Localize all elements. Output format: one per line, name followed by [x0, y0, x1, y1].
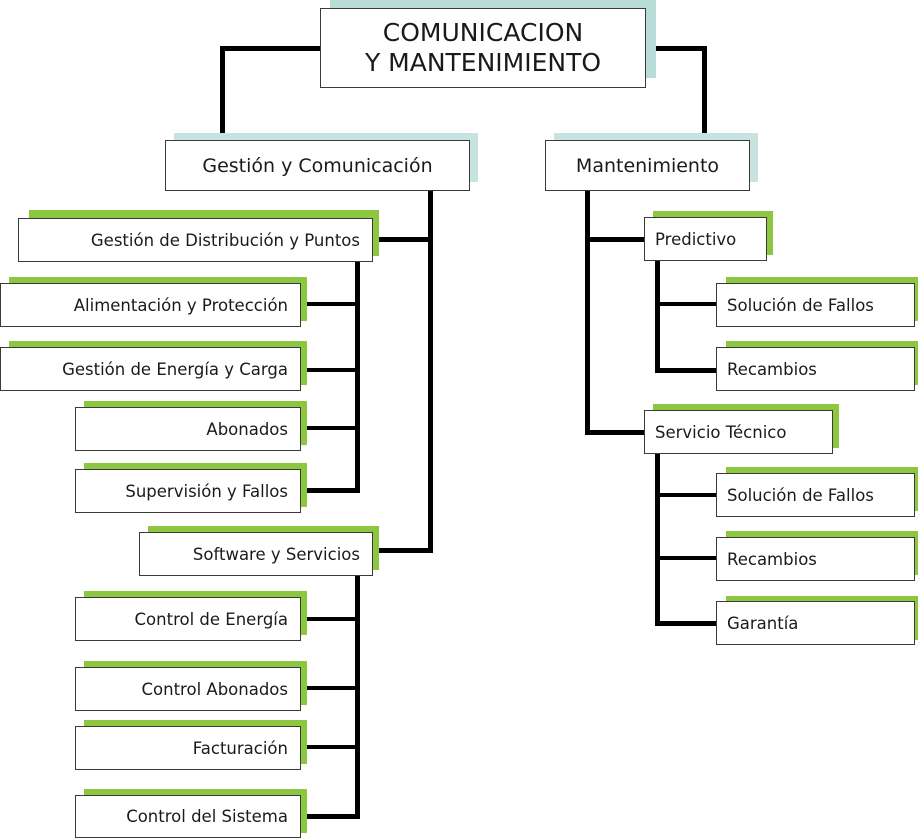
left-leaf-node: Facturación: [75, 726, 301, 770]
connector-group2-item3: [300, 745, 360, 749]
left-leaf-node: Control de Energía: [75, 597, 301, 641]
right-group-label: Predictivo: [655, 229, 737, 249]
left-branch-title: Gestión y Comunicación: [165, 140, 470, 191]
connector-group1-trunk: [355, 261, 360, 493]
left-leaf-node: Gestión de Energía y Carga: [0, 347, 301, 391]
root-title-line1: COMUNICACION: [382, 18, 584, 47]
connector-rgroup2-item1: [655, 493, 717, 497]
left-leaf-label: Facturación: [192, 738, 288, 758]
right-group-node: Predictivo: [644, 217, 767, 261]
left-leaf-label: Control Abonados: [141, 679, 288, 699]
connector-left-trunk: [428, 190, 433, 553]
left-leaf-label: Control de Energía: [134, 609, 288, 629]
right-leaf-label: Solución de Fallos: [727, 295, 874, 315]
root-node: COMUNICACION Y MANTENIMIENTO: [320, 8, 646, 88]
left-leaf-node: Control del Sistema: [75, 795, 301, 838]
left-group-label: Gestión de Distribución y Puntos: [90, 230, 360, 250]
connector-group1-item4: [300, 488, 360, 493]
connector-right-group1-horizontal: [585, 237, 645, 242]
connector-rgroup2-trunk: [655, 452, 660, 626]
left-group-node: Software y Servicios: [139, 532, 373, 576]
connector-left-group1-horizontal: [372, 237, 433, 242]
connector-group1-item1: [300, 302, 360, 306]
left-leaf-node: Control Abonados: [75, 667, 301, 711]
connector-root-left-horizontal: [220, 46, 322, 51]
right-leaf-label: Recambios: [727, 549, 817, 569]
connector-root-right-vertical: [702, 46, 707, 140]
connector-rgroup2-item2: [655, 556, 717, 560]
right-leaf-label: Recambios: [727, 359, 817, 379]
connector-right-trunk: [585, 190, 590, 435]
connector-root-left-vertical: [220, 46, 225, 140]
left-leaf-label: Gestión de Energía y Carga: [62, 359, 288, 379]
left-branch-title-label: Gestión y Comunicación: [202, 154, 433, 177]
right-leaf-node: Garantía: [716, 601, 915, 645]
right-group-label: Servicio Técnico: [655, 422, 787, 442]
left-leaf-label: Control del Sistema: [126, 807, 288, 826]
right-branch-title-label: Mantenimiento: [575, 154, 720, 177]
left-leaf-node: Supervisión y Fallos: [75, 469, 301, 513]
connector-group2-item4: [300, 814, 360, 819]
right-group-node: Servicio Técnico: [644, 410, 833, 454]
left-leaf-label: Supervisión y Fallos: [125, 481, 288, 501]
left-leaf-label: Abonados: [206, 419, 288, 439]
root-title-line2: Y MANTENIMIENTO: [364, 48, 602, 77]
right-leaf-label: Garantía: [727, 613, 799, 633]
connector-group2-item1: [300, 617, 360, 621]
connector-left-group2-horizontal: [372, 548, 433, 553]
right-leaf-node: Solución de Fallos: [716, 473, 915, 517]
left-leaf-node: Alimentación y Protección: [0, 283, 301, 327]
left-group-node: Gestión de Distribución y Puntos: [18, 218, 373, 262]
connector-rgroup1-trunk: [655, 261, 660, 373]
connector-root-right-horizontal: [645, 46, 707, 51]
left-leaf-label: Alimentación y Protección: [73, 295, 288, 315]
left-leaf-node: Abonados: [75, 407, 301, 451]
left-group-label: Software y Servicios: [192, 544, 360, 564]
connector-rgroup2-item3: [655, 621, 717, 626]
right-leaf-node: Recambios: [716, 347, 915, 391]
connector-rgroup1-item2: [655, 368, 717, 373]
right-leaf-label: Solución de Fallos: [727, 485, 874, 505]
connector-right-group2-horizontal: [585, 430, 645, 435]
connector-group1-item2: [300, 368, 360, 372]
connector-group1-item3: [300, 426, 360, 430]
connector-group2-trunk: [355, 576, 360, 819]
right-leaf-node: Recambios: [716, 537, 915, 581]
connector-group2-item2: [300, 686, 360, 690]
connector-rgroup1-item1: [655, 302, 717, 306]
right-branch-title: Mantenimiento: [545, 140, 750, 191]
right-leaf-node: Solución de Fallos: [716, 283, 915, 327]
